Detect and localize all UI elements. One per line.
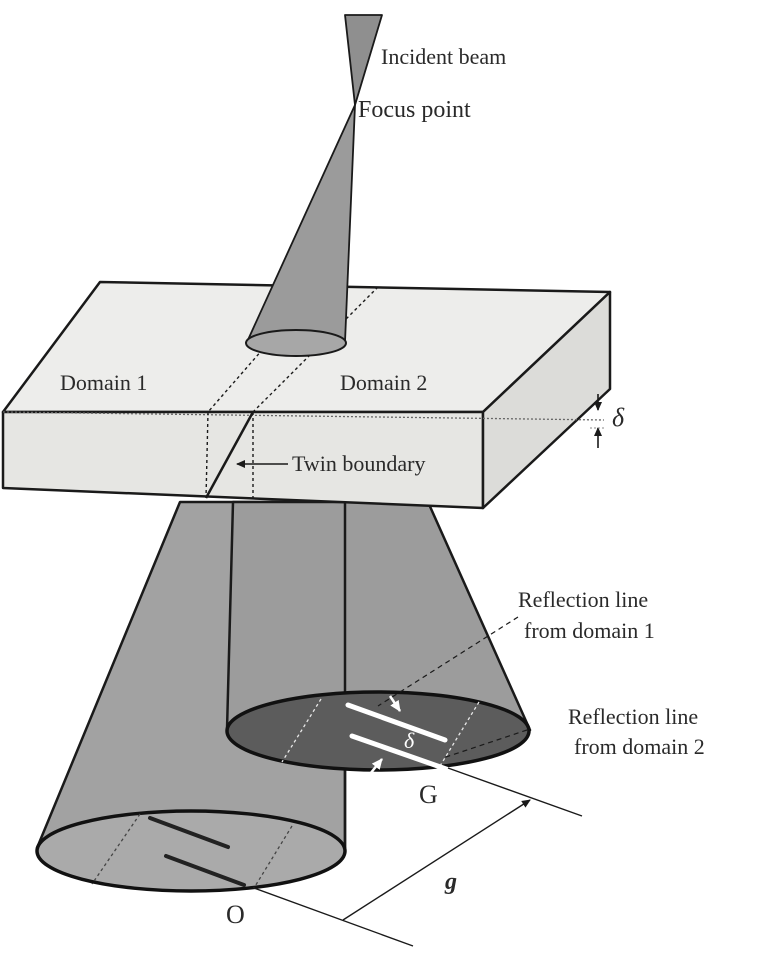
g-ref-line-top bbox=[447, 767, 583, 817]
label-vector-g: g bbox=[444, 869, 457, 895]
label-twin-boundary: Twin boundary bbox=[292, 451, 426, 476]
disc-g-dashed-line bbox=[439, 701, 480, 767]
label-incident-beam: Incident beam bbox=[381, 44, 506, 69]
reflection-line-o-2 bbox=[164, 854, 246, 887]
delta-arrow-upper bbox=[388, 695, 402, 712]
label-reflection-domain-2-line1: Reflection line bbox=[568, 704, 698, 729]
reflection-line-domain-2 bbox=[349, 733, 452, 773]
label-focus-point: Focus point bbox=[358, 97, 471, 123]
label-reflection-domain-1-line1: Reflection line bbox=[518, 587, 648, 612]
reflection-line-domain-1 bbox=[345, 702, 448, 743]
label-reflection-domain-1-line2: from domain 1 bbox=[524, 618, 655, 643]
incident-beam-lower bbox=[246, 104, 356, 343]
twin-boundary-front-line bbox=[205, 411, 209, 499]
label-reflection-domain-2-line2: from domain 2 bbox=[574, 734, 705, 759]
label-delta-thickness: δ bbox=[612, 403, 625, 432]
disc-o-dashed-line bbox=[91, 813, 141, 885]
delta-disc-label: δ bbox=[404, 728, 415, 753]
leader-reflection-domain-1 bbox=[377, 616, 519, 707]
g-vector-arrow bbox=[342, 799, 531, 921]
disc-g bbox=[225, 690, 531, 772]
twin-boundary-plane bbox=[204, 411, 255, 499]
reflection-line-o-1 bbox=[148, 816, 230, 849]
label-domain-1: Domain 1 bbox=[60, 370, 147, 395]
incident-beam-upper bbox=[344, 14, 383, 106]
slab-right-face bbox=[481, 290, 612, 510]
disc-o bbox=[35, 809, 347, 893]
disc-o-dashed-line bbox=[253, 825, 293, 889]
leader-reflection-domain-2 bbox=[442, 729, 528, 759]
delta-arrow-lower bbox=[369, 758, 383, 775]
disc-g-dashed-line bbox=[281, 698, 322, 763]
slab-delta-dotted-line bbox=[2, 411, 605, 421]
beam-spot-on-slab bbox=[245, 329, 347, 357]
label-domain-2: Domain 2 bbox=[340, 370, 427, 395]
g-ref-line-bottom bbox=[253, 887, 414, 947]
label-spot-g: G bbox=[419, 780, 438, 809]
label-spot-o: O bbox=[226, 900, 245, 929]
twin-boundary-top-line bbox=[207, 285, 319, 413]
